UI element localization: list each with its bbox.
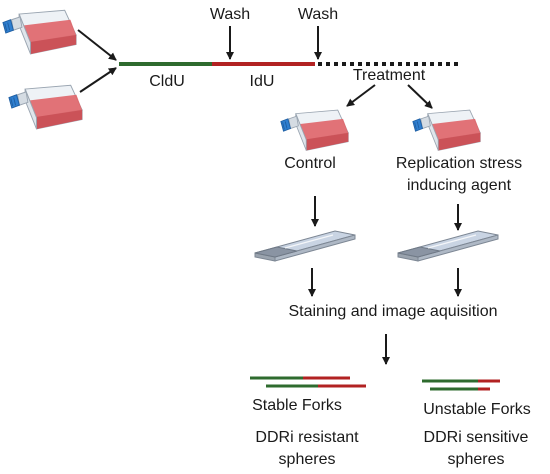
resistant-label-line1: DDRi resistant (255, 429, 359, 446)
cell-flask-icon (8, 84, 83, 130)
stable-forks-label: Stable Forks (252, 397, 342, 414)
sensitive-label-line2: spheres (447, 451, 505, 468)
cell-flask-icon (2, 9, 77, 55)
sensitive-label-line1: DDRi sensitive (423, 429, 529, 446)
unstable-forks-label: Unstable Forks (423, 401, 531, 418)
microscope-slide-icon (397, 230, 499, 262)
cell-flask-icon (412, 109, 481, 151)
cell-flask-icon (280, 109, 349, 151)
resistant-label-line2: spheres (278, 451, 336, 468)
stress-label-line2: inducing agent (406, 177, 512, 194)
microscope-slide-icon (254, 230, 356, 262)
stress-label-line1: Replication stress (395, 155, 523, 172)
wash-label: Wash (297, 6, 339, 23)
staining-label: Staining and image aquisition (288, 303, 498, 320)
arrow-icon (79, 67, 117, 93)
treatment-label: Treatment (352, 67, 426, 84)
idu-label: IdU (249, 73, 275, 90)
control-label: Control (284, 155, 336, 172)
arrow-icon (407, 84, 433, 109)
cldu-label: CldU (149, 73, 185, 90)
arrow-icon (346, 84, 376, 107)
arrow-icon (77, 29, 117, 61)
wash-label: Wash (209, 6, 251, 23)
